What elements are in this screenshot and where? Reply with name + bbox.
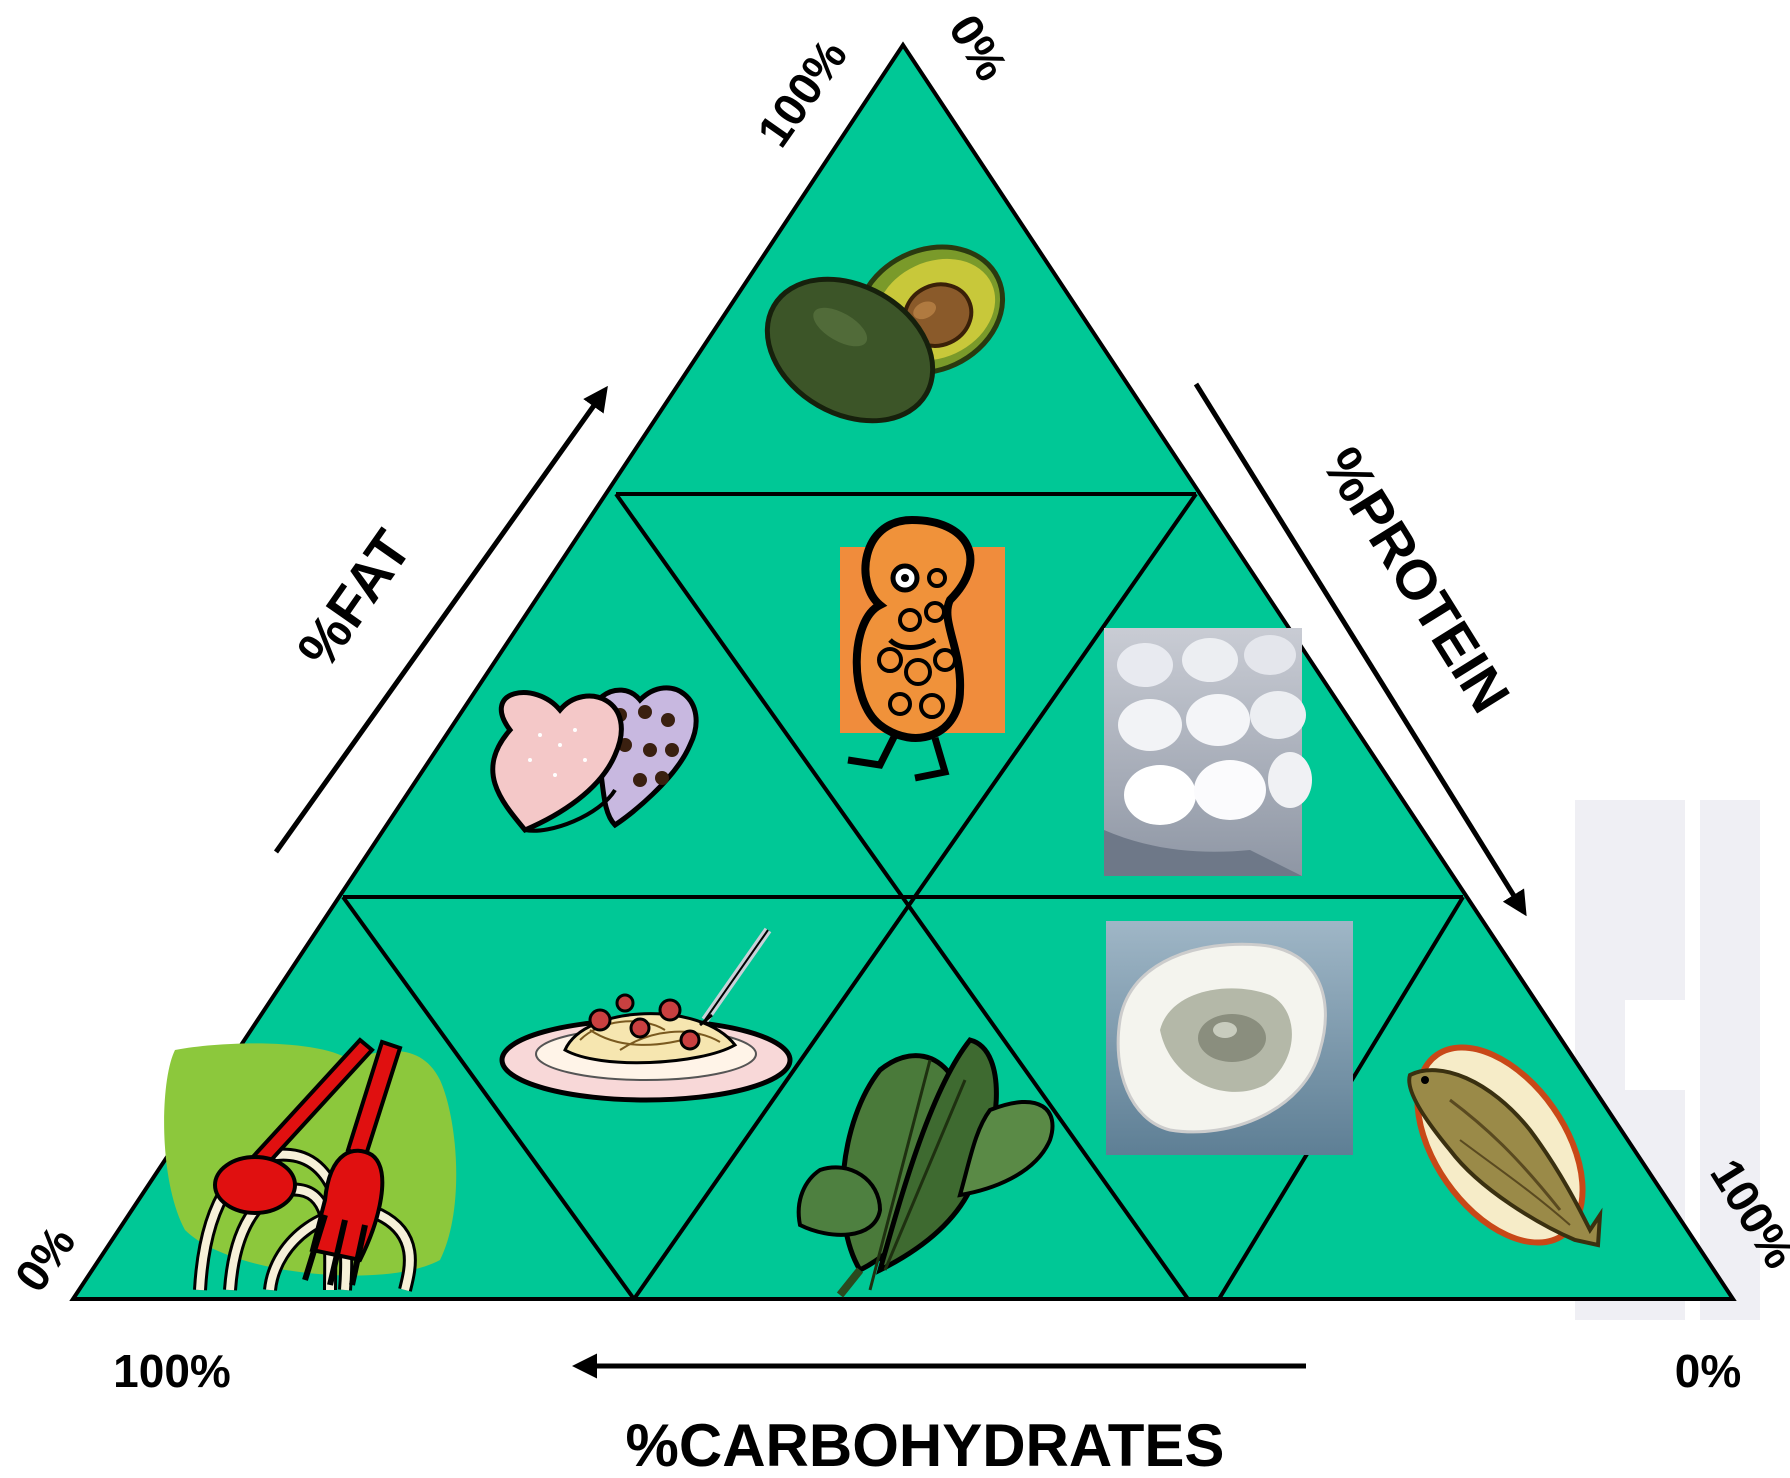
fat-axis-label: %FAT xyxy=(285,519,423,679)
carbohydrates-axis-label: %CARBOHYDRATES xyxy=(626,1412,1225,1478)
eggs-photo-icon xyxy=(1104,628,1312,876)
protein-axis-label: %PROTEIN xyxy=(1311,436,1523,723)
carbohydrates-axis-start-label: 0% xyxy=(1675,1345,1741,1397)
pasta-fork-icon xyxy=(164,1040,456,1290)
oyster-photo-icon xyxy=(1106,921,1353,1155)
protein-axis-start-label: 0% xyxy=(939,6,1018,90)
carbohydrates-axis-end-label: 100% xyxy=(113,1345,231,1397)
fat-axis-start-label: 0% xyxy=(5,1217,86,1301)
